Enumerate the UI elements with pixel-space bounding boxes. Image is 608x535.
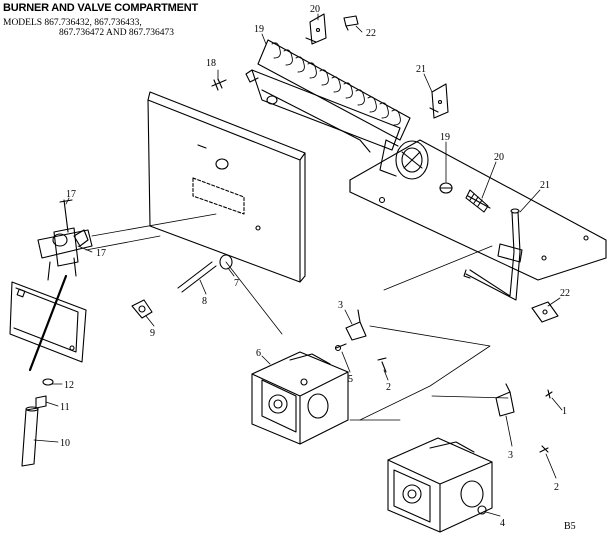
callout-7: 7	[234, 278, 239, 289]
callout-8: 8	[202, 296, 207, 307]
callout-18: 22	[366, 28, 376, 39]
nut-12	[42, 378, 54, 386]
model-list-line-2: 867.736472 AND 867.736473	[59, 28, 175, 38]
nut-19	[439, 182, 453, 194]
callout-3-lower: 3	[508, 450, 513, 461]
diagram-title: BURNER AND VALVE COMPARTMENT	[3, 2, 199, 14]
callout-14: 17	[66, 189, 76, 200]
nut-7	[219, 254, 233, 270]
air-shutter	[379, 139, 429, 180]
callout-16: 19	[254, 24, 264, 35]
orifice-20	[465, 189, 491, 213]
callout-15: 18	[206, 58, 216, 69]
callout-6: 6	[256, 348, 261, 359]
ferrule-11	[35, 395, 47, 409]
bracket-17-right	[429, 83, 449, 119]
callout-17-right: 21	[416, 64, 426, 75]
callout-1: 1	[562, 406, 567, 417]
access-panel	[147, 91, 306, 283]
callout-20: 20	[494, 152, 504, 163]
fitting-18	[343, 15, 359, 31]
callout-9: 9	[150, 328, 155, 339]
screw-2-upper	[377, 357, 387, 373]
callout-3-upper: 3	[338, 300, 343, 311]
screw-15	[211, 78, 227, 91]
pilot-assembly	[37, 199, 93, 281]
callout-17-top: 20	[310, 4, 320, 15]
screw-1	[545, 389, 553, 399]
assembly-guide-lines	[85, 213, 509, 421]
bracket-3-lower	[495, 383, 515, 417]
callout-10: 10	[60, 438, 70, 449]
callout-22: 22	[560, 288, 570, 299]
screw-5	[334, 343, 347, 352]
model-list-line-1: MODELS 867.736432, 867.736433,	[3, 18, 142, 28]
gas-valve-6	[251, 351, 349, 445]
callout-5: 5	[348, 374, 353, 385]
bracket-17-top	[305, 13, 327, 45]
model-list: MODELS 867.736432, 867.736433, 867.73647…	[3, 18, 174, 38]
callout-13: 17	[96, 248, 106, 259]
callout-21: 21	[540, 180, 550, 191]
mounting-bracket-plate	[349, 139, 607, 281]
clip-9	[131, 299, 153, 319]
gas-valve-4	[387, 437, 493, 533]
thermocouple-bracket	[9, 274, 87, 372]
callout-2-upper: 2	[386, 382, 391, 393]
rod-8	[177, 261, 217, 293]
burner-tube	[245, 39, 411, 153]
thermocouple-tube-10	[21, 406, 39, 467]
callout-labels: 17 17 18 19 20 22 21 19 20 21 22 3 6 5 2…	[60, 4, 570, 529]
callout-11: 11	[60, 402, 70, 413]
callout-12: 12	[64, 380, 74, 391]
callout-4: 4	[500, 518, 505, 529]
callout-19: 19	[440, 132, 450, 143]
plate-22	[531, 301, 559, 323]
screw-2-lower	[539, 445, 549, 453]
callout-2-lower: 2	[554, 482, 559, 493]
gas-tube-21	[463, 208, 523, 301]
bracket-3-upper	[345, 309, 367, 341]
callout-leaders	[33, 13, 563, 517]
page-reference: B5	[564, 521, 576, 532]
